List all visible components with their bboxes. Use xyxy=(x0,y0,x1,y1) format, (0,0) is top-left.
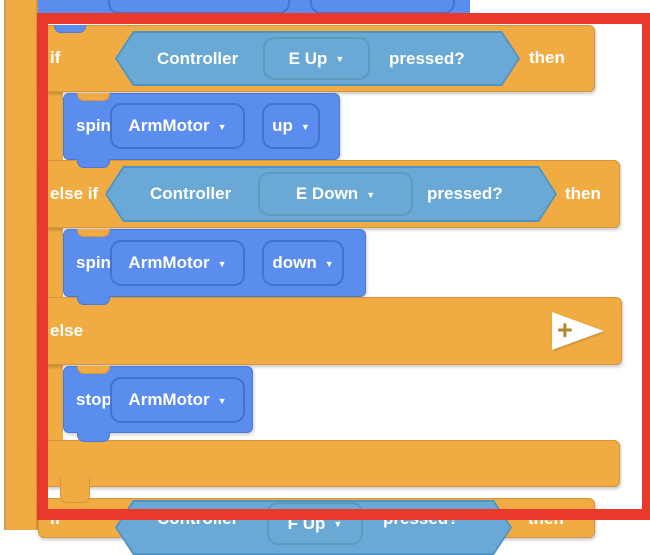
dropdown-arrow-icon: ▼ xyxy=(300,121,310,132)
else-keyword: else xyxy=(50,321,84,340)
dropdown-arrow-icon: ▼ xyxy=(324,258,334,269)
if-block-arm[interactable] xyxy=(37,92,63,160)
notch-tab xyxy=(77,297,110,305)
notch-tab xyxy=(77,93,110,101)
if-block-end[interactable] xyxy=(38,440,620,487)
condition-suffix-label: pressed? xyxy=(389,49,465,68)
notch-tab xyxy=(77,229,110,237)
dropdown-value: ArmMotor xyxy=(128,253,210,272)
condition-fill xyxy=(107,168,555,220)
controller-pressed-condition[interactable]: Controller E Down ▼ pressed? xyxy=(105,166,557,222)
motor-dropdown[interactable]: ArmMotor ▼ xyxy=(110,377,245,423)
then-label: then xyxy=(565,184,601,203)
dropdown-value: E Down xyxy=(295,184,359,203)
spin-keyword: spin xyxy=(76,116,111,135)
dropdown-arrow-icon: ▼ xyxy=(217,395,227,406)
condition-device-label: Controller xyxy=(157,49,239,68)
condition-suffix-label: pressed? xyxy=(383,509,459,528)
dropdown-arrow-icon: ▼ xyxy=(217,258,227,269)
controller-button-dropdown[interactable]: E Down ▼ xyxy=(258,172,413,216)
condition-device-label: Controller xyxy=(150,184,232,203)
condition-fill xyxy=(117,33,518,84)
then-label: then xyxy=(529,48,565,67)
motor-dropdown[interactable]: ArmMotor ▼ xyxy=(110,240,245,286)
notch-tab xyxy=(60,477,90,503)
if-block-arm[interactable] xyxy=(37,228,63,297)
dropdown-value: ArmMotor xyxy=(128,116,210,135)
if-keyword: if xyxy=(50,48,61,67)
condition-device-label: Controller xyxy=(157,509,239,528)
dropdown-value: F Up xyxy=(287,513,326,533)
stop-keyword: stop xyxy=(76,390,112,409)
direction-dropdown[interactable]: down ▼ xyxy=(262,240,344,286)
motor-dropdown[interactable]: ArmMotor ▼ xyxy=(110,103,245,149)
plus-icon: + xyxy=(557,315,573,345)
dropdown-field[interactable] xyxy=(310,0,455,14)
controller-pressed-condition[interactable]: Controller E Up ▼ pressed? xyxy=(115,31,520,86)
if-keyword: if xyxy=(50,509,61,528)
dropdown-arrow-icon: ▼ xyxy=(366,189,376,200)
dropdown-value: E Up xyxy=(288,48,328,68)
if-block-arm[interactable] xyxy=(37,365,63,440)
parent-block-arm[interactable] xyxy=(4,0,38,530)
notch-tab xyxy=(54,25,86,33)
dropdown-arrow-icon: ▼ xyxy=(335,54,345,64)
notch-tab xyxy=(77,432,110,442)
workspace-canvas: { "icons": { "dropdown_arrow": "▼", "exp… xyxy=(4,0,650,530)
spin-keyword: spin xyxy=(76,253,111,272)
expand-triangle xyxy=(552,312,604,350)
partial-stack-block[interactable] xyxy=(38,0,470,14)
dropdown-field[interactable] xyxy=(108,0,290,14)
controller-button-dropdown[interactable]: F Up ▼ xyxy=(267,502,363,545)
dropdown-value: ArmMotor xyxy=(128,390,210,409)
direction-dropdown[interactable]: up ▼ xyxy=(262,103,320,149)
controller-button-dropdown[interactable]: E Up ▼ xyxy=(263,37,370,80)
condition-suffix-label: pressed? xyxy=(427,184,503,203)
controller-pressed-condition[interactable]: Controller F Up ▼ pressed? xyxy=(115,500,512,555)
dropdown-arrow-icon: ▼ xyxy=(333,519,343,529)
then-label: then xyxy=(528,509,564,528)
notch-tab xyxy=(77,366,110,374)
dropdown-value: down xyxy=(272,253,317,272)
expand-else-icon[interactable]: + xyxy=(552,312,608,350)
else-block-header[interactable] xyxy=(38,297,622,365)
dropdown-value: up xyxy=(272,116,293,135)
elseif-keyword: else if xyxy=(50,184,99,203)
dropdown-arrow-icon: ▼ xyxy=(217,121,227,132)
notch-tab xyxy=(77,160,110,168)
